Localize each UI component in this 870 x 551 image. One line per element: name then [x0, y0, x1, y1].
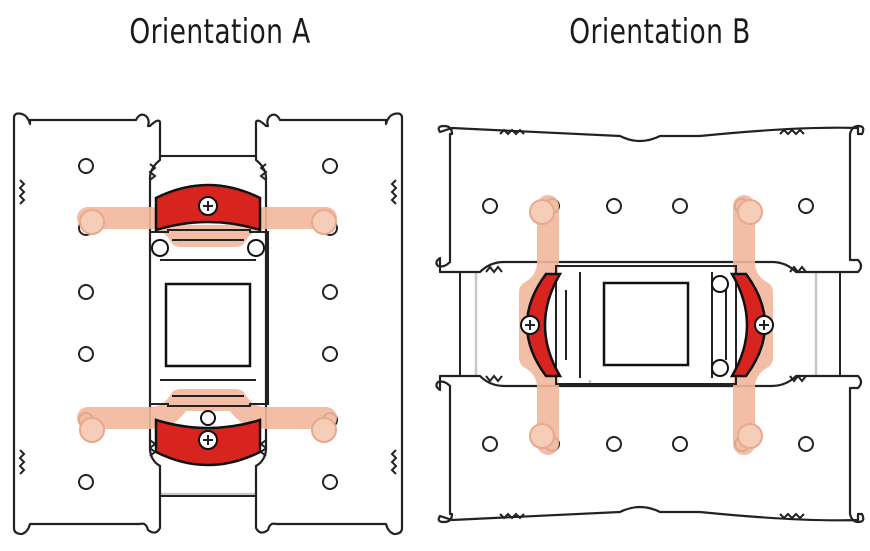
left-fin-ridges — [18, 179, 26, 475]
screw-cross-a-bottom — [203, 435, 213, 445]
base-screw-b-2 — [711, 359, 729, 377]
left-fin-stack — [12, 112, 162, 536]
screw-cross-b-left — [525, 320, 535, 330]
base-edge-a — [160, 155, 256, 497]
base-screw-a-2 — [247, 239, 265, 257]
orientation-b-title: Orientation B — [569, 12, 751, 52]
right-fin-ridges — [390, 179, 398, 475]
orientation-a-diagram — [12, 112, 404, 536]
base-screw-a-3 — [200, 410, 216, 426]
cpu-contact-a — [164, 282, 252, 368]
bottom-fin-ridges-inner — [485, 374, 807, 383]
retention-bracket-b-left — [525, 272, 563, 378]
retention-bracket-b-right — [729, 272, 767, 378]
orientation-b-diagram — [435, 124, 865, 524]
right-fin-ridges-inner — [259, 163, 268, 457]
top-fin-ridges — [499, 128, 805, 136]
top-fin-ridges-inner — [485, 265, 807, 274]
left-fin-ridges-inner — [148, 163, 157, 457]
screw-cross-b-right — [759, 320, 769, 330]
bottom-fin-stack — [435, 374, 865, 524]
base-edge-b — [459, 272, 841, 376]
cooler-base-a — [149, 229, 269, 407]
base-details-a — [160, 239, 256, 397]
orientation-a-title: Orientation A — [129, 12, 311, 52]
bottom-fin-ridges — [499, 512, 805, 520]
base-screw-a-1 — [151, 239, 169, 257]
cpu-contact-b — [602, 281, 690, 367]
base-details-b — [565, 272, 727, 378]
base-screw-b-1 — [711, 275, 729, 293]
screw-cross-a-top — [203, 201, 213, 211]
right-fin-stack — [254, 112, 404, 536]
top-fin-stack — [435, 124, 865, 274]
